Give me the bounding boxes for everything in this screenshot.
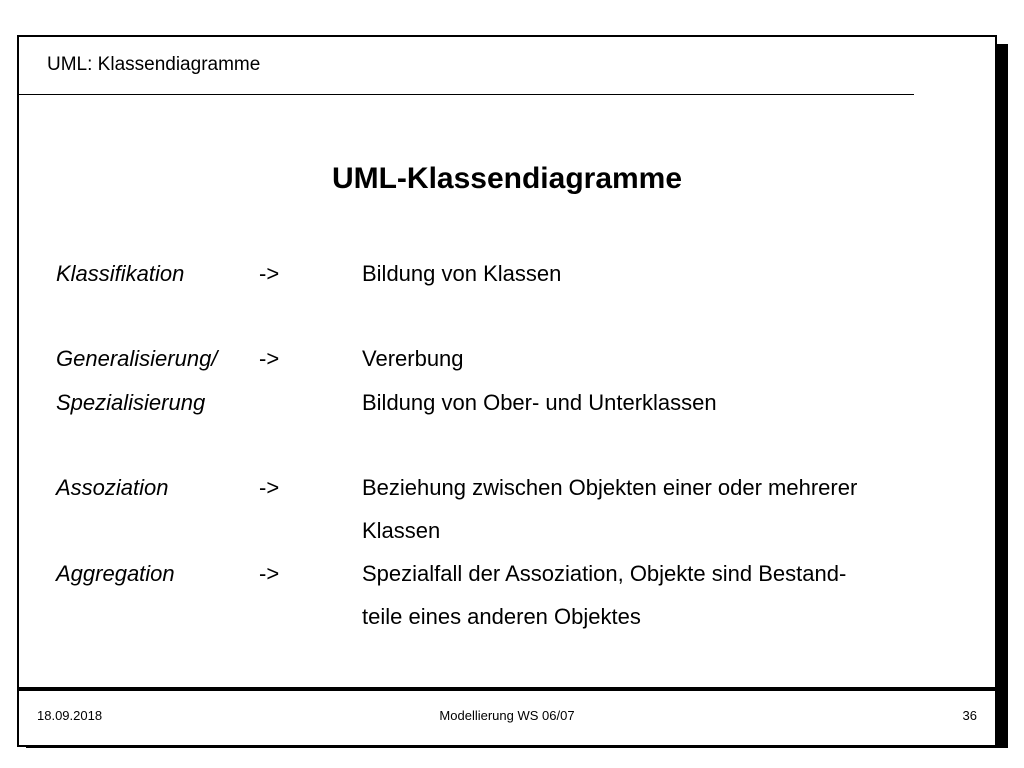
term-assoziation: Assoziation — [56, 475, 169, 500]
desc-aggregation: Spezialfall der Assoziation, Objekte sin… — [362, 561, 847, 586]
arrow-aggregation: -> — [259, 561, 280, 586]
term-aggregation: Aggregation — [56, 561, 175, 586]
desc-assoziation: Beziehung zwischen Objekten einer oder m… — [362, 475, 858, 500]
arrow-klassifikation: -> — [259, 261, 280, 286]
header-title: UML: Klassendiagramme — [47, 54, 261, 75]
term-klassifikation: Klassifikation — [56, 261, 185, 286]
slide-footer: 18.09.2018 Modellierung WS 06/07 36 — [17, 689, 997, 747]
desc-assoziation-cont: Klassen — [362, 518, 441, 543]
footer-date: 18.09.2018 — [37, 708, 103, 723]
term-spezialisierung: Spezialisierung — [56, 390, 206, 415]
desc-generalisierung: Vererbung — [362, 346, 464, 371]
arrow-generalisierung: -> — [259, 346, 280, 371]
slide-panel: UML: Klassendiagramme UML-Klassendiagram… — [17, 35, 997, 689]
slide-title: UML-Klassendiagramme — [331, 162, 683, 195]
footer-course: Modellierung WS 06/07 — [439, 708, 575, 723]
arrow-assoziation: -> — [259, 475, 280, 500]
header-divider — [19, 94, 914, 95]
term-generalisierung: Generalisierung/ — [56, 346, 218, 371]
desc-aggregation-cont: teile eines anderen Objektes — [362, 604, 641, 629]
desc-klassifikation: Bildung von Klassen — [362, 261, 562, 286]
footer-page-number: 36 — [962, 708, 977, 723]
desc-spezialisierung: Bildung von Ober- und Unterklassen — [362, 390, 717, 415]
